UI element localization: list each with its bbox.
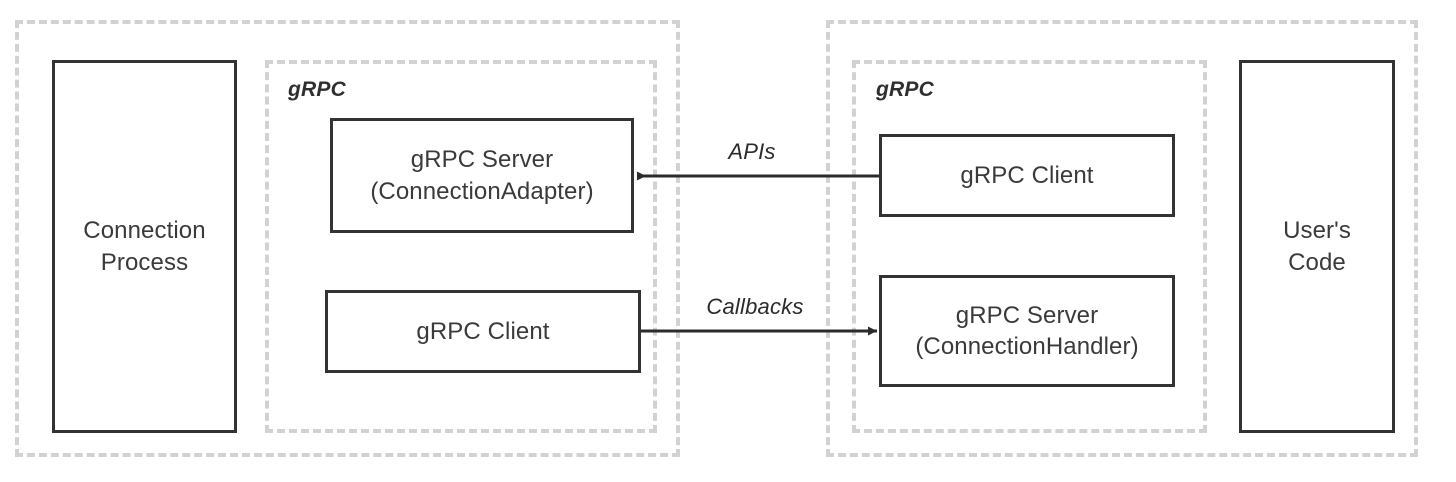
node-label-connection-process: Connection Process [83, 217, 206, 276]
edge-label-callbacks: Callbacks [706, 294, 804, 319]
node-label-grpc-server-connection-handler: gRPC Server (ConnectionHandler) [915, 301, 1139, 360]
node-grpc-client-right[interactable]: gRPC Client [879, 134, 1175, 217]
group-grpc-right [852, 60, 1207, 433]
group-user-code [826, 20, 1418, 457]
node-grpc-server-connection-handler[interactable]: gRPC Server (ConnectionHandler) [879, 275, 1175, 387]
group-label-grpc-right: gRPC [876, 78, 934, 101]
node-label-users-code: User's Code [1283, 217, 1351, 276]
group-connection-process [15, 20, 680, 457]
node-label-grpc-client-left: gRPC Client [416, 317, 550, 345]
node-label-grpc-server-connection-adapter: gRPC Server (ConnectionAdapter) [370, 146, 594, 205]
node-users-code[interactable]: User's Code [1239, 60, 1395, 433]
node-grpc-server-connection-adapter[interactable]: gRPC Server (ConnectionAdapter) [330, 118, 634, 233]
node-label-grpc-client-right: gRPC Client [960, 161, 1094, 189]
group-label-grpc-left: gRPC [288, 78, 346, 101]
group-grpc-left [265, 60, 657, 433]
edge-label-apis: APIs [728, 139, 776, 164]
node-grpc-client-left[interactable]: gRPC Client [325, 290, 641, 373]
node-connection-process[interactable]: Connection Process [52, 60, 237, 433]
